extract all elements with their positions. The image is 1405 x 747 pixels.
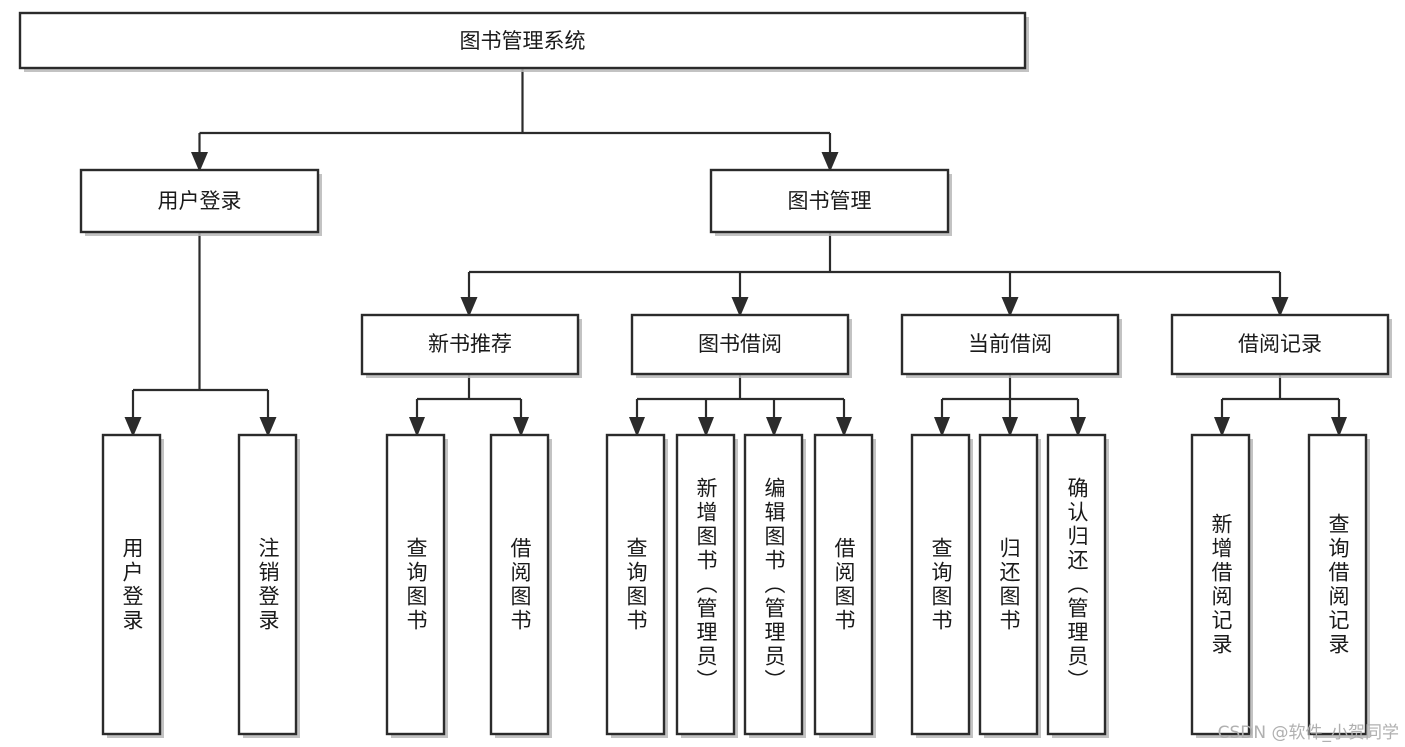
leaf-user-logout-box[interactable] xyxy=(237,433,298,736)
arrowhead-leaf-query-book-3 xyxy=(934,417,950,437)
leaf-add-record-box[interactable] xyxy=(1190,433,1251,736)
node-leaf-query-book-2[interactable] xyxy=(605,433,668,738)
user-login-label: 用户登录 xyxy=(158,189,242,213)
leaf-query-record-box[interactable] xyxy=(1307,433,1368,736)
leaf-query-book-1-box[interactable] xyxy=(385,433,446,736)
leaf-add-book-box[interactable] xyxy=(675,433,736,736)
borrow-record-label: 借阅记录 xyxy=(1238,332,1322,356)
current-borrow-box[interactable] xyxy=(900,313,1120,376)
leaf-query-book-3-box[interactable] xyxy=(910,433,971,736)
arrowhead-leaf-user-login xyxy=(124,417,142,437)
user-login-box[interactable] xyxy=(79,168,320,234)
arrowhead-book-borrow xyxy=(731,297,749,317)
root-label: 图书管理系统 xyxy=(460,29,586,53)
node-leaf-user-logout[interactable] xyxy=(237,433,300,738)
arrowhead-user-login xyxy=(191,152,208,172)
node-current-borrow[interactable]: 当前借阅 xyxy=(900,313,1122,378)
arrowhead-leaf-return-book xyxy=(1002,417,1018,437)
new-book-recommend-label: 新书推荐 xyxy=(428,332,512,356)
arrowhead-leaf-confirm-return xyxy=(1070,417,1086,437)
arrowhead-leaf-borrow-book-1 xyxy=(513,417,529,437)
node-leaf-borrow-book-1[interactable] xyxy=(489,433,552,738)
current-borrow-label: 当前借阅 xyxy=(968,332,1052,356)
node-user-login[interactable]: 用户登录 xyxy=(79,168,322,236)
node-borrow-record[interactable]: 借阅记录 xyxy=(1170,313,1392,378)
arrowhead-leaf-query-book-1 xyxy=(409,417,425,437)
leaf-borrow-book-2-box[interactable] xyxy=(813,433,874,736)
arrowhead-leaf-add-book xyxy=(698,417,714,437)
node-leaf-query-record[interactable] xyxy=(1307,433,1370,738)
root-box[interactable] xyxy=(18,11,1027,70)
watermark-text: CSDN @软件_小贺同学 xyxy=(1217,723,1399,743)
arrowhead-leaf-user-logout xyxy=(259,417,277,437)
node-leaf-query-book-3[interactable] xyxy=(910,433,973,738)
leaf-return-book-box[interactable] xyxy=(978,433,1039,736)
leaf-edit-book-box[interactable] xyxy=(743,433,804,736)
new-book-recommend-box[interactable] xyxy=(360,313,580,376)
node-leaf-query-book-1[interactable] xyxy=(385,433,448,738)
arrowhead-current-borrow xyxy=(1001,297,1019,317)
node-leaf-add-book[interactable] xyxy=(675,433,738,738)
arrowhead-leaf-query-record xyxy=(1331,417,1347,437)
arrowhead-borrow-record xyxy=(1271,297,1289,317)
leaf-query-book-2-box[interactable] xyxy=(605,433,666,736)
arrowhead-leaf-add-record xyxy=(1214,417,1230,437)
leaf-user-login-box[interactable] xyxy=(101,433,162,736)
book-borrow-box[interactable] xyxy=(630,313,850,376)
book-borrow-label: 图书借阅 xyxy=(698,332,782,356)
leaf-confirm-return-box[interactable] xyxy=(1046,433,1107,736)
node-book-borrow[interactable]: 图书借阅 xyxy=(630,313,852,378)
book-manage-box[interactable] xyxy=(709,168,950,234)
node-leaf-borrow-book-2[interactable] xyxy=(813,433,876,738)
arrowhead-new-book-recommend xyxy=(460,297,478,317)
node-leaf-return-book[interactable] xyxy=(978,433,1041,738)
arrowheads-layer xyxy=(124,152,1347,437)
borrow-record-box[interactable] xyxy=(1170,313,1390,376)
leaf-borrow-book-1-box[interactable] xyxy=(489,433,550,736)
node-new-book-recommend[interactable]: 新书推荐 xyxy=(360,313,582,378)
book-manage-label: 图书管理 xyxy=(788,189,872,213)
node-leaf-add-record[interactable] xyxy=(1190,433,1253,738)
node-book-manage[interactable]: 图书管理 xyxy=(709,168,952,236)
node-leaf-user-login[interactable] xyxy=(101,433,164,738)
node-leaf-confirm-return[interactable] xyxy=(1046,433,1109,738)
arrowhead-leaf-edit-book xyxy=(766,417,782,437)
node-root[interactable]: 图书管理系统 xyxy=(18,11,1029,72)
arrowhead-book-manage xyxy=(821,152,839,172)
arrowhead-leaf-borrow-book-2 xyxy=(836,417,852,437)
node-leaf-edit-book[interactable] xyxy=(743,433,806,738)
arrowhead-leaf-query-book-2 xyxy=(629,417,645,437)
